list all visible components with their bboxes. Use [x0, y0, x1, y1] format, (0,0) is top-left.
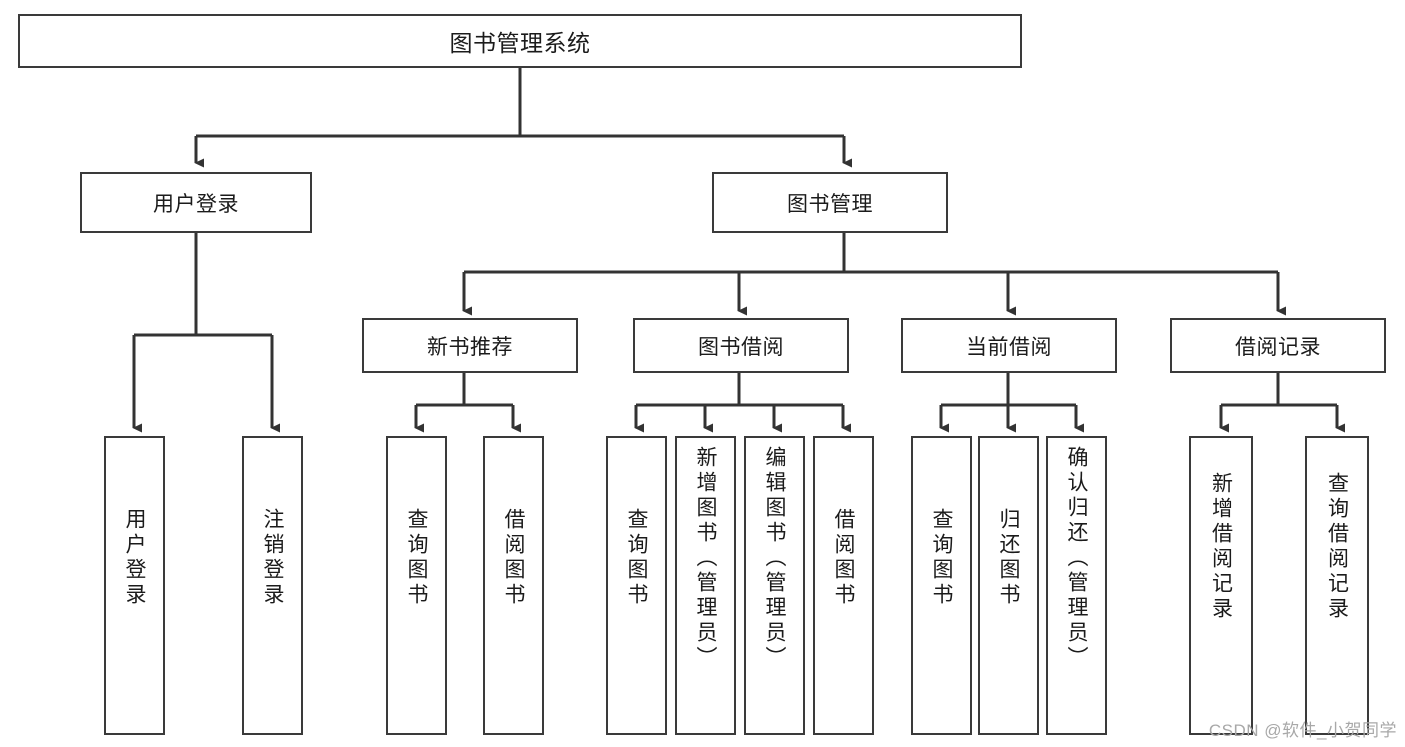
node-root-label: 图书管理系统 — [449, 30, 591, 56]
node-leaf-borrow-book-2-label: 借阅图书 — [832, 508, 855, 608]
node-leaf-query-record-label: 查询借阅记录 — [1325, 472, 1349, 622]
node-new-book-recommend[interactable]: 新书推荐 — [362, 318, 578, 373]
node-leaf-query-book-1[interactable]: 查询图书 — [386, 436, 447, 735]
node-leaf-add-book[interactable]: 新增图书（管理员） — [675, 436, 736, 735]
node-leaf-borrow-book-2[interactable]: 借阅图书 — [813, 436, 874, 735]
node-leaf-query-book-2-label: 查询图书 — [625, 508, 648, 608]
node-leaf-edit-book-label: 编辑图书（管理员） — [763, 446, 786, 671]
node-leaf-confirm-return[interactable]: 确认归还（管理员） — [1046, 436, 1107, 735]
node-leaf-query-book-2[interactable]: 查询图书 — [606, 436, 667, 735]
node-book-management-label: 图书管理 — [787, 192, 873, 216]
node-leaf-query-book-3-label: 查询图书 — [930, 508, 953, 608]
node-user-login-label: 用户登录 — [153, 192, 239, 216]
node-root[interactable]: 图书管理系统 — [18, 14, 1022, 68]
node-borrow-record-label: 借阅记录 — [1235, 335, 1321, 359]
node-leaf-borrow-book-1-label: 借阅图书 — [502, 508, 525, 608]
node-leaf-user-logout-label: 注销登录 — [261, 508, 284, 608]
node-book-borrow[interactable]: 图书借阅 — [633, 318, 849, 373]
node-leaf-query-book-3[interactable]: 查询图书 — [911, 436, 972, 735]
node-leaf-user-login-label: 用户登录 — [123, 508, 146, 608]
node-leaf-add-book-label: 新增图书（管理员） — [694, 446, 717, 671]
node-leaf-return-book-label: 归还图书 — [997, 508, 1020, 608]
node-book-management[interactable]: 图书管理 — [712, 172, 948, 233]
node-leaf-user-login[interactable]: 用户登录 — [104, 436, 165, 735]
node-user-login[interactable]: 用户登录 — [80, 172, 312, 233]
node-leaf-confirm-return-label: 确认归还（管理员） — [1065, 446, 1088, 671]
node-leaf-add-record[interactable]: 新增借阅记录 — [1189, 436, 1253, 735]
node-leaf-query-book-1-label: 查询图书 — [405, 508, 428, 608]
node-new-book-recommend-label: 新书推荐 — [427, 335, 513, 359]
node-borrow-record[interactable]: 借阅记录 — [1170, 318, 1386, 373]
node-leaf-edit-book[interactable]: 编辑图书（管理员） — [744, 436, 805, 735]
node-current-borrow[interactable]: 当前借阅 — [901, 318, 1117, 373]
node-current-borrow-label: 当前借阅 — [966, 335, 1052, 359]
node-leaf-borrow-book-1[interactable]: 借阅图书 — [483, 436, 544, 735]
node-leaf-return-book[interactable]: 归还图书 — [978, 436, 1039, 735]
node-leaf-add-record-label: 新增借阅记录 — [1209, 472, 1233, 622]
node-leaf-query-record[interactable]: 查询借阅记录 — [1305, 436, 1369, 735]
node-book-borrow-label: 图书借阅 — [698, 335, 784, 359]
watermark-text: CSDN @软件_小贺同学 — [1208, 721, 1397, 740]
node-leaf-user-logout[interactable]: 注销登录 — [242, 436, 303, 735]
